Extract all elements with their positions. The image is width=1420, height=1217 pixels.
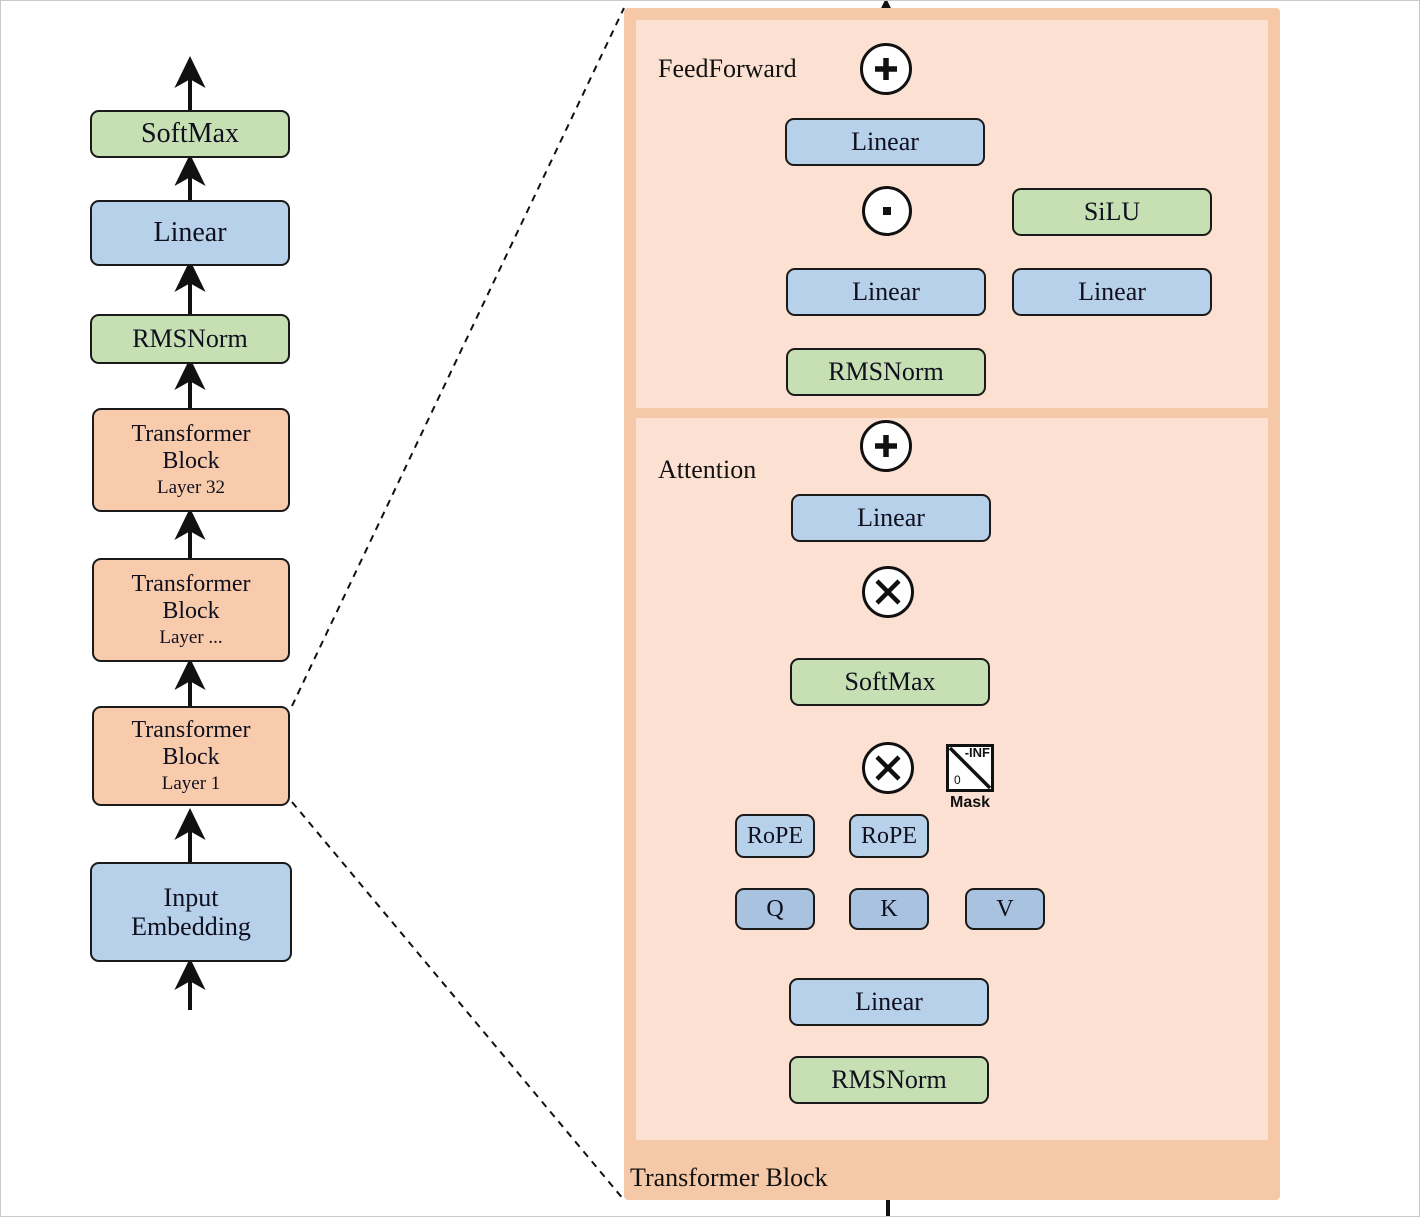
feedforward-rmsnorm-node[interactable]: RMSNorm — [786, 348, 986, 396]
attention-mask[interactable]: -INF 0 Mask — [946, 744, 994, 812]
multiply-icon — [875, 579, 901, 605]
node-label-line2: Block — [162, 448, 220, 475]
attention-out-linear-node[interactable]: Linear — [791, 494, 991, 542]
feedforward-section-label: FeedForward — [658, 54, 797, 83]
left-rmsnorm-node[interactable]: RMSNorm — [90, 314, 290, 364]
node-label: Linear — [153, 217, 227, 249]
feedforward-add-op[interactable] — [860, 43, 912, 95]
feedforward-elementwise-multiply-op[interactable] — [862, 186, 912, 236]
attention-add-op[interactable] — [860, 420, 912, 472]
node-label: Linear — [857, 503, 925, 533]
left-linear-node[interactable]: Linear — [90, 200, 290, 266]
left-input-embedding-node[interactable]: Input Embedding — [90, 862, 292, 962]
left-transformer-block-layer-ellipsis[interactable]: Transformer Block Layer ... — [92, 558, 290, 662]
node-label-line2: Block — [162, 744, 220, 771]
node-label: V — [996, 895, 1014, 922]
node-label: Q — [766, 895, 784, 922]
node-sublabel: Layer 32 — [156, 477, 226, 499]
attention-matmul-qk-op[interactable] — [862, 742, 914, 794]
node-label: Linear — [855, 987, 923, 1017]
left-softmax-node[interactable]: SoftMax — [90, 110, 290, 158]
node-label-line1: Input — [163, 882, 219, 912]
node-label: RMSNorm — [831, 1065, 947, 1095]
node-label: RMSNorm — [132, 324, 248, 354]
node-label: RoPE — [746, 822, 803, 849]
mask-upper-value: -INF — [964, 745, 990, 760]
node-label: SoftMax — [141, 118, 239, 150]
node-sublabel: Layer 1 — [161, 773, 221, 795]
mask-lower-value: 0 — [954, 773, 961, 787]
node-label: RoPE — [860, 822, 917, 849]
plus-icon — [875, 58, 897, 80]
node-label: SiLU — [1083, 197, 1141, 227]
node-label: Linear — [851, 127, 919, 157]
node-label-line1: Transformer — [131, 571, 251, 598]
attention-rmsnorm-node[interactable]: RMSNorm — [789, 1056, 989, 1104]
attention-rope-k-node[interactable]: RoPE — [849, 814, 929, 858]
node-label: K — [880, 895, 898, 922]
node-label: RMSNorm — [828, 357, 944, 387]
plus-icon — [875, 435, 897, 457]
mask-label: Mask — [949, 794, 991, 811]
attention-matmul-av-op[interactable] — [862, 566, 914, 618]
feedforward-up-linear-node[interactable]: Linear — [786, 268, 986, 316]
attention-qkv-linear-node[interactable]: Linear — [789, 978, 989, 1026]
dot-product-icon — [883, 207, 891, 215]
node-label-line2: Block — [162, 598, 220, 625]
mask-square-icon: -INF 0 — [946, 744, 994, 792]
attention-k-node[interactable]: K — [849, 888, 929, 930]
feedforward-silu-node[interactable]: SiLU — [1012, 188, 1212, 236]
attention-section-label: Attention — [658, 455, 757, 484]
attention-q-node[interactable]: Q — [735, 888, 815, 930]
node-sublabel: Layer ... — [159, 627, 223, 649]
transformer-block-outer-label: Transformer Block — [630, 1163, 828, 1192]
node-label-line1: Transformer — [131, 717, 251, 744]
attention-rope-q-node[interactable]: RoPE — [735, 814, 815, 858]
feedforward-gate-linear-node[interactable]: Linear — [1012, 268, 1212, 316]
node-label-line1: Transformer — [131, 421, 251, 448]
node-label-line2: Embedding — [131, 912, 251, 941]
node-label: Linear — [852, 277, 920, 307]
attention-softmax-node[interactable]: SoftMax — [790, 658, 990, 706]
left-transformer-block-layer1[interactable]: Transformer Block Layer 1 — [92, 706, 290, 806]
multiply-icon — [875, 755, 901, 781]
attention-v-node[interactable]: V — [965, 888, 1045, 930]
node-label: SoftMax — [844, 667, 936, 697]
feedforward-out-linear-node[interactable]: Linear — [785, 118, 985, 166]
node-label: Linear — [1078, 277, 1146, 307]
left-transformer-block-layer32[interactable]: Transformer Block Layer 32 — [92, 408, 290, 512]
